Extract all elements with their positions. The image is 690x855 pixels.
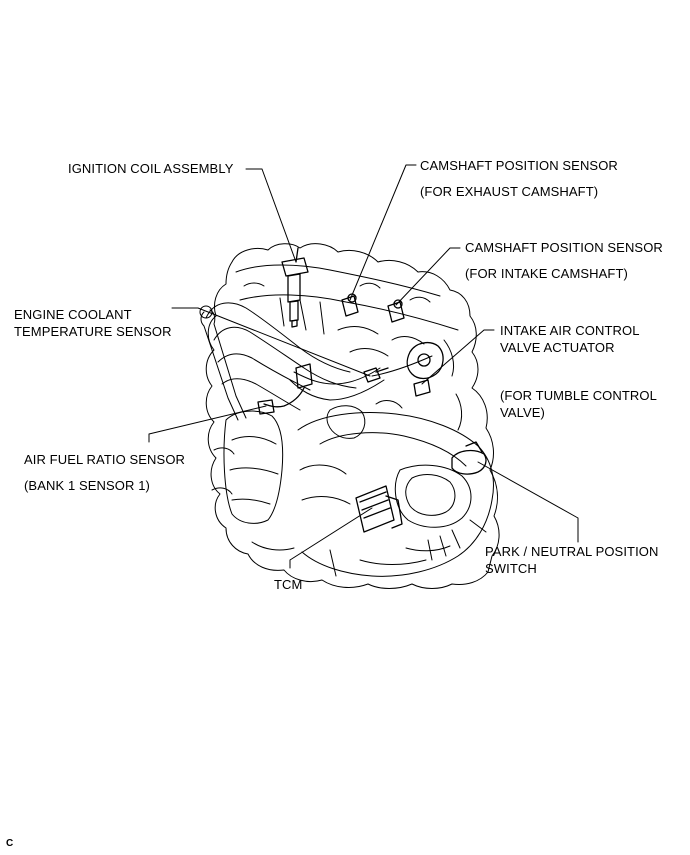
af-sensor-text-1: AIR FUEL RATIO SENSOR [24,452,186,467]
cam-sensor-intake-component [387,299,405,323]
leader-ignition-coil [245,168,297,263]
figure-code: C [6,838,14,849]
park-neutral-switch-component [451,441,487,475]
intake-air-actuator-component [406,341,444,397]
cam-exhaust-text-2: (FOR EXHAUST CAMSHAFT) [420,184,599,199]
engine-block-outline [199,243,500,589]
cam-exhaust-text-1: CAMSHAFT POSITION SENSOR [420,158,618,173]
leader-coolant [171,307,371,377]
leader-park-neutral [477,461,579,543]
tumble-text-1: (FOR TUMBLE CONTROL [500,388,657,403]
af-sensor-text-2: (BANK 1 SENSOR 1) [24,478,150,493]
label-park-neutral-switch: PARK / NEUTRAL POSITION SWITCH [485,543,659,577]
label-cam-sensor-intake: CAMSHAFT POSITION SENSOR (FOR INTAKE CAM… [465,239,663,282]
tcm-component [355,485,403,533]
cam-sensor-exhaust-component [341,293,359,317]
label-intake-air-control-valve: INTAKE AIR CONTROL VALVE ACTUATOR [500,322,640,356]
park-neutral-text-2: SWITCH [485,561,537,576]
af-sensor-component [257,363,313,415]
leader-cam-exhaust [349,164,417,301]
tumble-text-2: VALVE) [500,405,545,420]
cam-intake-text-2: (FOR INTAKE CAMSHAFT) [465,266,628,281]
coolant-sensor-component [363,367,389,383]
intake-air-text-1: INTAKE AIR CONTROL [500,323,640,338]
tcm-text: TCM [274,577,303,592]
label-ignition-coil-assembly: IGNITION COIL ASSEMBLY [68,160,233,177]
ignition-coil-component [281,247,309,328]
label-air-fuel-ratio-sensor: AIR FUEL RATIO SENSOR (BANK 1 SENSOR 1) [24,451,185,494]
coolant-text-2: TEMPERATURE SENSOR [14,324,172,339]
label-tcm: TCM [274,576,302,593]
leader-tcm [289,507,373,569]
ignition-coil-text: IGNITION COIL ASSEMBLY [68,161,234,176]
leader-intake-air [421,329,495,385]
cam-intake-text-1: CAMSHAFT POSITION SENSOR [465,240,663,255]
label-cam-sensor-exhaust: CAMSHAFT POSITION SENSOR (FOR EXHAUST CA… [420,157,618,200]
label-tumble-control-valve: (FOR TUMBLE CONTROL VALVE) [500,387,657,421]
leader-af-sensor [148,405,267,443]
coolant-text-1: ENGINE COOLANT [14,307,132,322]
intake-air-text-2: VALVE ACTUATOR [500,340,615,355]
park-neutral-text-1: PARK / NEUTRAL POSITION [485,544,659,559]
leader-lines [148,164,579,569]
leader-cam-intake [395,247,461,306]
label-engine-coolant-sensor: ENGINE COOLANT TEMPERATURE SENSOR [14,306,172,340]
